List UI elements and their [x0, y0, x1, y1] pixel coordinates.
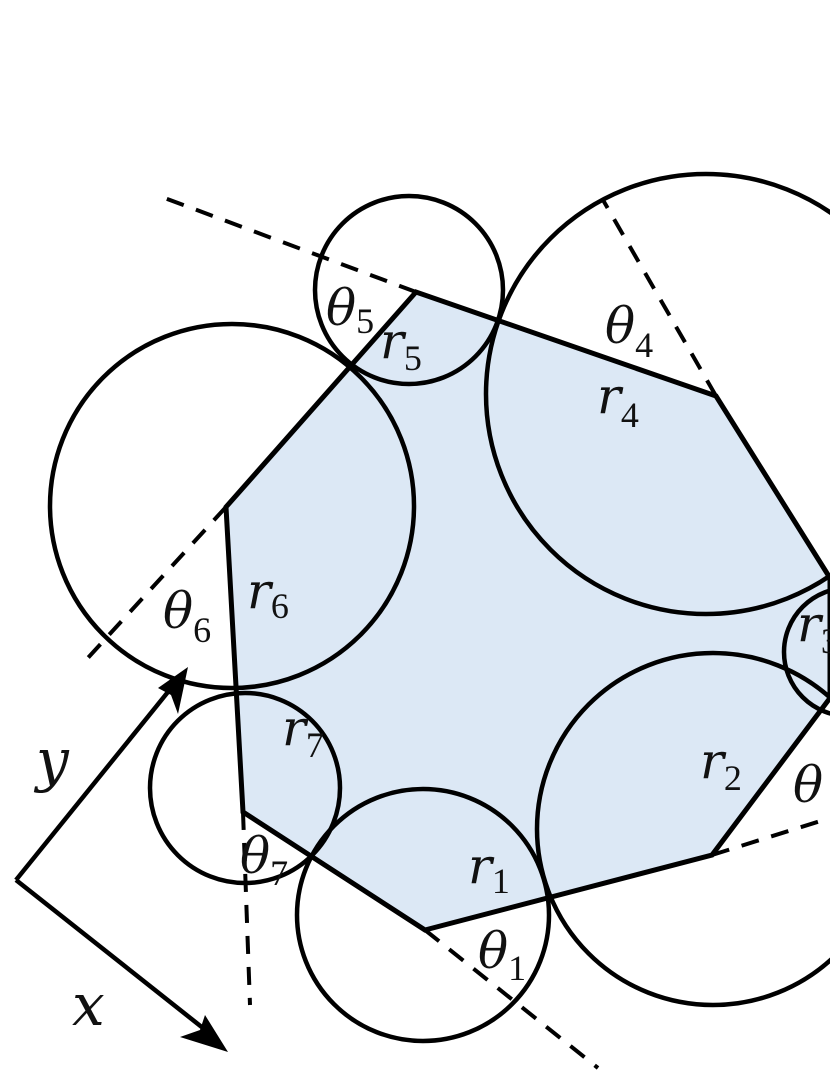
label-r2: r2 [700, 732, 742, 798]
label-theta1: θ1 [478, 922, 526, 988]
dash-theta1 [423, 928, 600, 1070]
x-axis-line [14, 878, 210, 1034]
circles [47, 171, 830, 1044]
circle-r2 [534, 650, 830, 1008]
label-r3: r3 [797, 595, 830, 661]
dash-theta2 [711, 816, 830, 857]
label-r7: r7 [282, 699, 324, 765]
circle-r3 [781, 588, 830, 716]
label-r1: r1 [468, 837, 510, 901]
label-theta7: θ7 [240, 827, 288, 893]
label-r5: r5 [380, 312, 422, 378]
dash-theta6 [84, 505, 228, 662]
label-theta2: θ [793, 756, 823, 814]
label-theta4: θ4 [605, 297, 653, 365]
circle-r5 [312, 193, 506, 387]
label-theta5: θ5 [326, 279, 374, 341]
circle-r6 [47, 321, 417, 691]
axis-label-y: y [33, 726, 70, 794]
label-r4: r4 [597, 367, 639, 435]
label-theta6: θ6 [163, 582, 211, 650]
dash-theta5 [161, 195, 417, 294]
dash-theta7 [241, 811, 252, 1006]
dash-theta4 [601, 199, 718, 397]
coordinate-axes [14, 680, 210, 1034]
arrowhead-icon [158, 667, 188, 714]
circle-r1 [294, 786, 552, 1044]
polygon-region [226, 292, 830, 930]
circle-r4 [483, 171, 830, 617]
axis-label-x: x [72, 971, 105, 1039]
y-axis-line [14, 680, 178, 882]
dashed-extension-lines [84, 195, 830, 1070]
label-r6: r6 [247, 562, 289, 626]
arrowhead-icon [180, 1015, 228, 1052]
